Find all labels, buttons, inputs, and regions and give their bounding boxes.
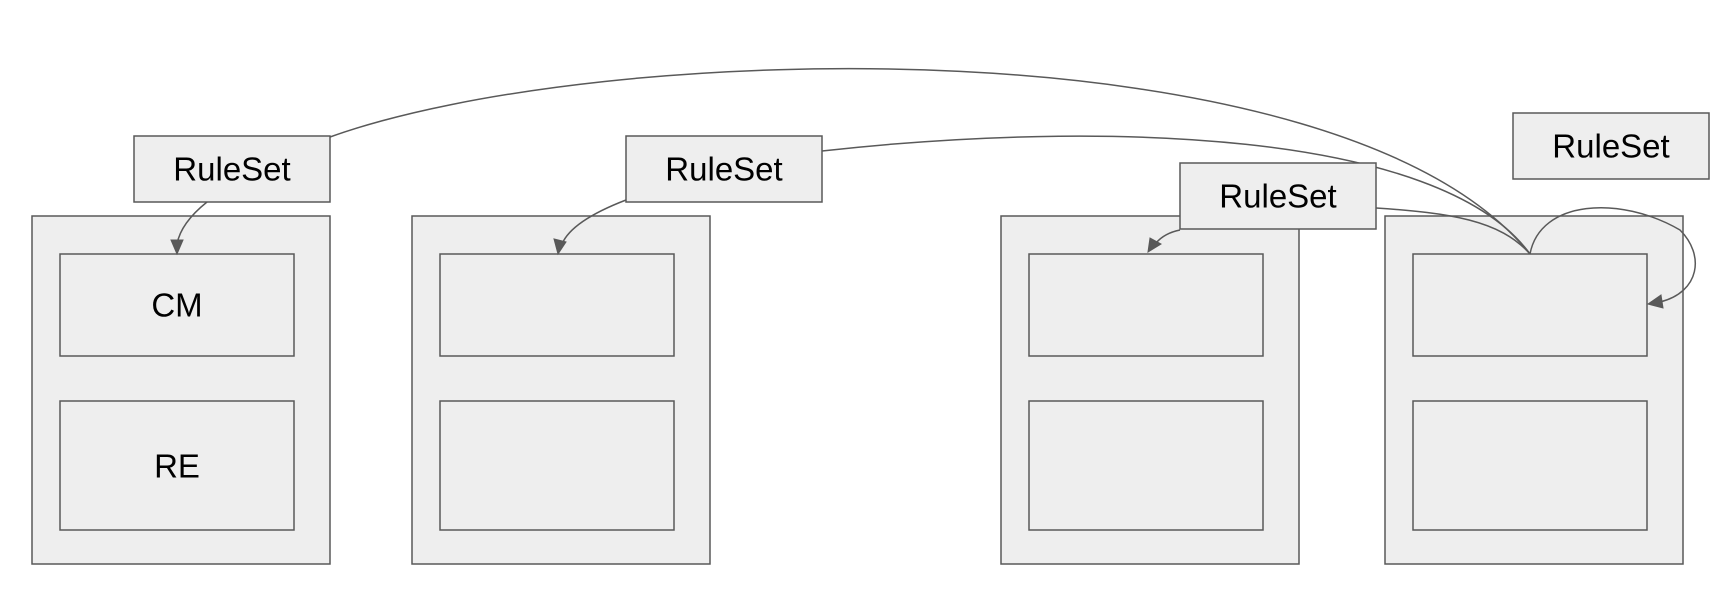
- ruleset-4-label: RuleSet: [1552, 128, 1669, 165]
- container-2-top-box[interactable]: [439, 253, 675, 357]
- ruleset-3-label: RuleSet: [1219, 178, 1336, 215]
- container-4-top-box[interactable]: [1412, 253, 1648, 357]
- edge-ruleset-2-to-container-4: [821, 135, 1531, 255]
- edge-ruleset-3-to-container-3: [1155, 229, 1181, 244]
- container-1-top-label: CM: [151, 287, 202, 324]
- ruleset-4[interactable]: RuleSet: [1512, 112, 1710, 180]
- edge-ruleset-3-to-container-4: [1375, 207, 1531, 255]
- edges: [170, 67, 1696, 309]
- ruleset-1[interactable]: RuleSet: [133, 135, 331, 203]
- container-4-bottom-box[interactable]: [1412, 400, 1648, 531]
- arrowhead-container-3: [1147, 237, 1162, 253]
- container-1-bottom-box[interactable]: RE: [59, 400, 295, 531]
- container-4[interactable]: [1384, 215, 1684, 565]
- container-1[interactable]: CM RE: [31, 215, 331, 565]
- ruleset-2[interactable]: RuleSet: [625, 135, 823, 203]
- container-3[interactable]: [1000, 215, 1300, 565]
- container-2-bottom-box[interactable]: [439, 400, 675, 531]
- ruleset-1-label: RuleSet: [173, 151, 290, 188]
- container-1-bottom-label: RE: [154, 448, 200, 485]
- edge-ruleset-1-to-container-4: [329, 67, 1531, 255]
- arrowhead-cm: [170, 239, 184, 256]
- ruleset-3[interactable]: RuleSet: [1179, 162, 1377, 230]
- arrowhead-container-2: [553, 238, 567, 256]
- edge-ruleset-2-to-container-2: [561, 199, 627, 245]
- ruleset-2-label: RuleSet: [665, 151, 782, 188]
- container-3-top-box[interactable]: [1028, 253, 1264, 357]
- container-1-top-box[interactable]: CM: [59, 253, 295, 357]
- container-2[interactable]: [411, 215, 711, 565]
- edge-container-4-self-loop: [1529, 207, 1696, 303]
- arrowhead-container-4: [1646, 294, 1664, 309]
- container-3-bottom-box[interactable]: [1028, 400, 1264, 531]
